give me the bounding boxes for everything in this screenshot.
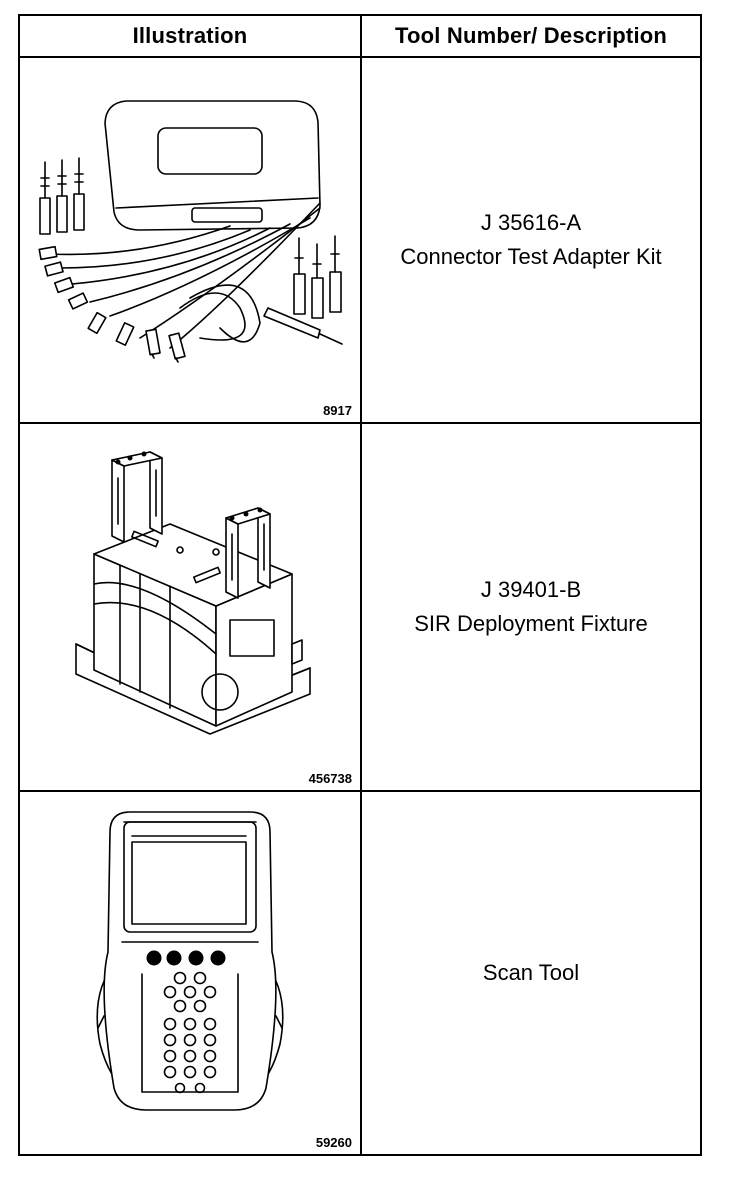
connector-test-adapter-kit-icon (38, 100, 343, 363)
scan-tool-icon (96, 811, 284, 1111)
tool-description-cell: J 39401-B SIR Deployment Fixture (362, 424, 700, 790)
header-illustration: Illustration (132, 23, 248, 48)
illustration-cell: 8917 (20, 58, 360, 422)
row-divider (20, 790, 700, 792)
sir-deployment-fixture-icon (75, 451, 311, 735)
tool-table: Illustration Tool Number/ Description (18, 14, 702, 1156)
tool-description-cell: Scan Tool (362, 792, 700, 1154)
illustration-cell: 456738 (20, 424, 360, 790)
tool-description-cell: J 35616-A Connector Test Adapter Kit (362, 58, 700, 422)
column-divider (360, 16, 362, 1154)
tool-description: SIR Deployment Fixture (414, 611, 648, 636)
figure-number: 8917 (323, 403, 352, 418)
row-divider (20, 422, 700, 424)
figure-number: 59260 (315, 1135, 352, 1150)
header-tool-description: Tool Number/ Description (394, 23, 668, 48)
figure-number: 456738 (308, 771, 352, 786)
tool-number: J 39401-B (480, 577, 582, 602)
tool-number: J 35616-A (480, 210, 582, 235)
illustration-cell: 59260 (20, 792, 360, 1154)
tool-description: Connector Test Adapter Kit (400, 244, 662, 269)
tool-description: Scan Tool (482, 960, 580, 985)
header-divider (20, 56, 700, 58)
